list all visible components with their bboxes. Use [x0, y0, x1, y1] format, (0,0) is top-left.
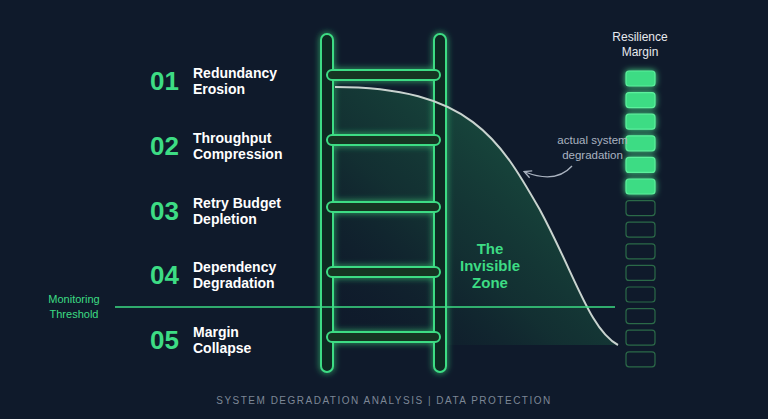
margin-bar-filled	[626, 179, 655, 194]
margin-bar-empty	[626, 201, 655, 216]
step-title-box: Dependency Degradation	[193, 259, 293, 291]
curve-note-box: actual system degradation	[545, 133, 640, 163]
step-title: Redundancy Erosion	[193, 65, 293, 97]
margin-bar-filled	[626, 157, 655, 172]
margin-bar-empty	[626, 244, 655, 259]
zone-label-box: The Invisible Zone	[450, 240, 530, 291]
margin-bars	[626, 71, 655, 367]
step-number: 05	[150, 326, 194, 354]
caption-box: SYSTEM DEGRADATION ANALYSIS | DATA PROTE…	[0, 395, 768, 406]
margin-bar-empty	[626, 265, 655, 280]
step-title: Retry Budget Depletion	[193, 195, 293, 227]
step-number-box: 04	[150, 261, 194, 289]
margin-bar-filled	[626, 114, 655, 129]
curve-note: actual system degradation	[545, 133, 640, 163]
step-number-box: 01	[150, 67, 194, 95]
margin-bar-empty	[626, 222, 655, 237]
step-title: Throughput Compression	[193, 130, 293, 162]
margin-title: Resilience Margin	[600, 30, 680, 60]
step-title-box: Throughput Compression	[193, 130, 293, 162]
margin-bar-filled	[626, 93, 655, 108]
step-title-box: Margin Collapse	[193, 324, 293, 356]
threshold-label-box: Monitoring Threshold	[36, 292, 112, 322]
margin-bar-empty	[626, 309, 655, 324]
ladder	[321, 34, 446, 372]
margin-title-box: Resilience Margin	[600, 30, 680, 60]
margin-bar-empty	[626, 287, 655, 302]
step-number: 04	[150, 261, 194, 289]
threshold-line	[115, 306, 615, 308]
margin-bar-empty	[626, 352, 655, 367]
step-number-box: 03	[150, 197, 194, 225]
margin-bar-filled	[626, 136, 655, 151]
step-number: 01	[150, 67, 194, 95]
threshold-label: Monitoring Threshold	[36, 292, 112, 322]
caption: SYSTEM DEGRADATION ANALYSIS | DATA PROTE…	[0, 395, 768, 406]
step-title-box: Redundancy Erosion	[193, 65, 293, 97]
step-title: Dependency Degradation	[193, 259, 293, 291]
margin-bar-empty	[626, 330, 655, 345]
step-number: 03	[150, 197, 194, 225]
step-number-box: 02	[150, 132, 194, 160]
zone-label: The Invisible Zone	[450, 240, 530, 291]
leader-arrow	[525, 166, 572, 177]
step-number-box: 05	[150, 326, 194, 354]
step-number: 02	[150, 132, 194, 160]
margin-bar-filled	[626, 71, 655, 86]
step-title: Margin Collapse	[193, 324, 293, 356]
step-title-box: Retry Budget Depletion	[193, 195, 293, 227]
